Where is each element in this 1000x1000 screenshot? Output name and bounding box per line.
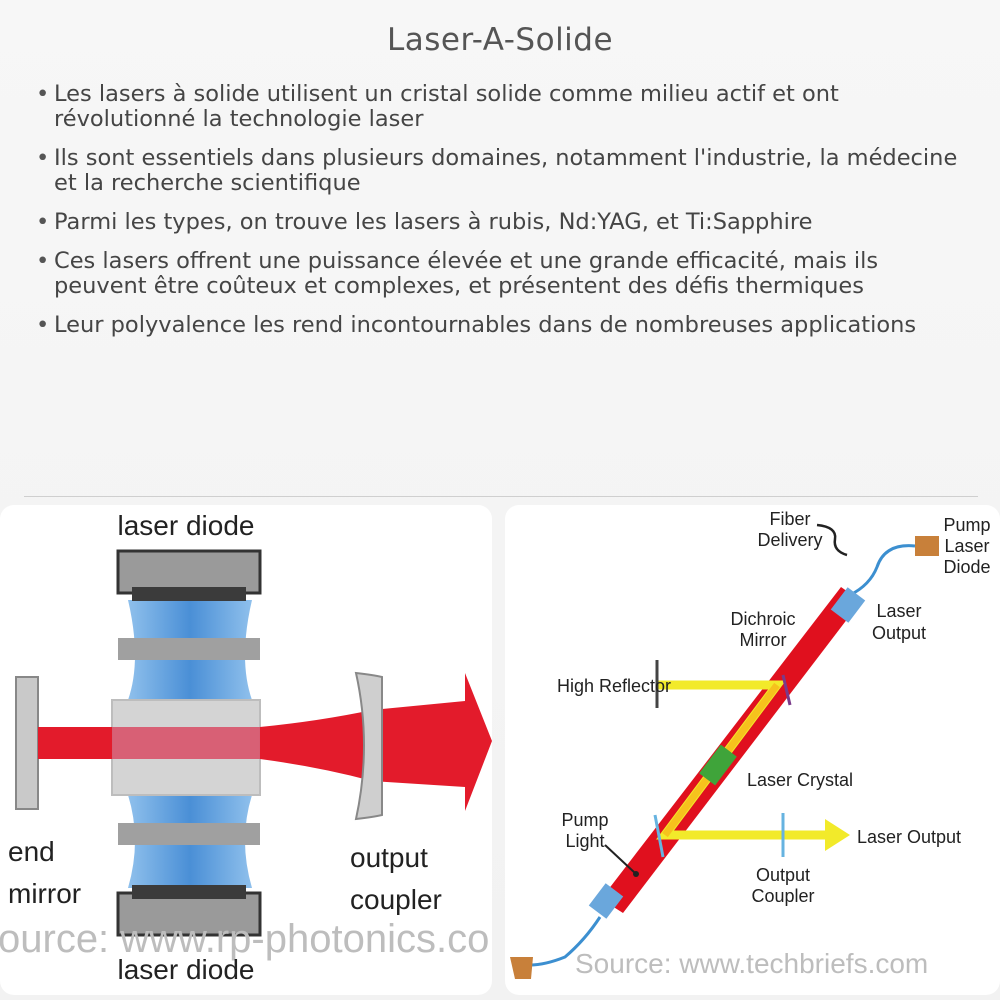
fiber-cable xyxy=(849,544,916,597)
laser-crystal xyxy=(699,744,737,786)
output-coupler xyxy=(354,671,383,821)
fiber-pumped-laser-figure: Fiber Delivery Pump Laser Diode Dichroic… xyxy=(505,505,1000,995)
label-laser-top: Laser xyxy=(876,601,921,621)
label-pump: Pump xyxy=(943,515,990,535)
label-laser-crystal: Laser Crystal xyxy=(747,770,853,790)
output-arrow xyxy=(825,819,850,851)
label-output-coupler-2: Coupler xyxy=(751,886,814,906)
label-laser-diode-bottom: laser diode xyxy=(118,954,255,985)
label-output: output xyxy=(350,842,428,873)
bullet-item: Parmi les types, on trouve les lasers à … xyxy=(36,210,966,236)
label-pump-light-2: Light xyxy=(565,831,604,851)
label-diode: Diode xyxy=(943,557,990,577)
bullet-item: Les lasers à solide utilisent un cristal… xyxy=(36,82,966,132)
label-output-coupler-1: Output xyxy=(756,865,810,885)
end-mirror xyxy=(15,676,39,810)
label-delivery: Delivery xyxy=(757,530,822,550)
label-output-top: Output xyxy=(872,623,926,643)
bullet-item: Leur polyvalence les rend incontournable… xyxy=(36,313,966,339)
label-fiber: Fiber xyxy=(769,509,810,529)
output-beam xyxy=(372,673,492,811)
pump-laser-diode xyxy=(915,536,939,556)
top-lens xyxy=(830,587,866,623)
label-laser: Laser xyxy=(944,536,989,556)
page-title: Laser-A-Solide xyxy=(386,22,614,58)
label-pump-light-1: Pump xyxy=(561,810,608,830)
label-high-reflector: High Reflector xyxy=(557,676,671,696)
laser-diode-bottom-block xyxy=(116,891,262,937)
label-dichroic: Dichroic xyxy=(730,609,795,629)
bottom-lens xyxy=(588,883,624,919)
label-laser-output-right: Laser Output xyxy=(857,827,961,847)
label-laser-diode-top: laser diode xyxy=(118,510,255,541)
bullet-item: Ces lasers offrent une puissance élevée … xyxy=(36,249,966,299)
diode-pumped-laser-figure: laser diode end mirror output coupler ou… xyxy=(0,505,492,995)
source-credit-right: Source: www.techbriefs.com xyxy=(575,948,928,979)
bottom-diode xyxy=(510,957,533,979)
source-credit-left: ource: www.rp-photonics.com xyxy=(0,917,492,961)
bullet-item: Ils sont essentiels dans plusieurs domai… xyxy=(36,146,966,196)
section-divider xyxy=(24,496,978,497)
laser-diode-top-block xyxy=(116,549,262,595)
label-end: end xyxy=(8,836,55,867)
label-coupler: coupler xyxy=(350,884,442,915)
laser-beam xyxy=(38,727,112,759)
label-mirror: Mirror xyxy=(740,630,787,650)
label-mirror: mirror xyxy=(8,878,81,909)
bullet-list: Les lasers à solide utilisent un cristal… xyxy=(36,82,966,352)
